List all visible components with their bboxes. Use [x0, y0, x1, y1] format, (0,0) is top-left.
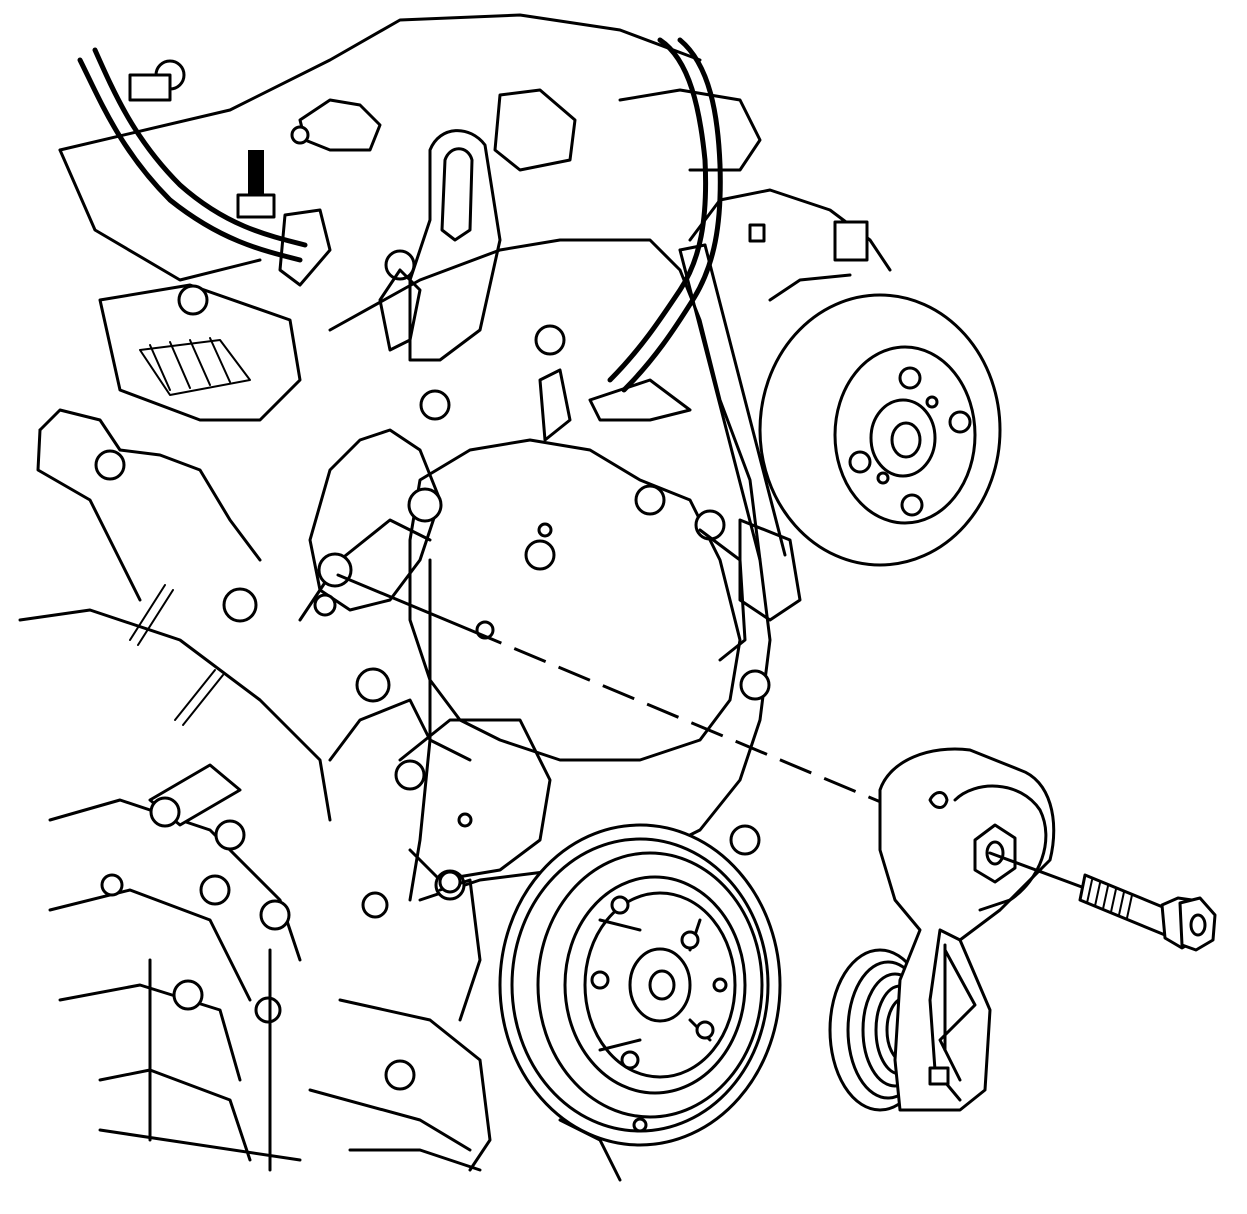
engine-lower-left: [18, 584, 416, 1172]
front-cover: [298, 88, 772, 919]
alignment-line-dashed: [469, 628, 896, 810]
crankshaft-balancer: [498, 823, 782, 1147]
wiring-harness-right: [607, 37, 892, 662]
tensioner-bolt: [988, 851, 1217, 952]
accessory-pulley-upper-right: [758, 273, 1002, 567]
drive-belt-tensioner: [828, 747, 1056, 1112]
alignment-line-solid: [336, 573, 472, 632]
engine-lower-center: [308, 870, 622, 1182]
engine-upper-left: [36, 13, 702, 623]
